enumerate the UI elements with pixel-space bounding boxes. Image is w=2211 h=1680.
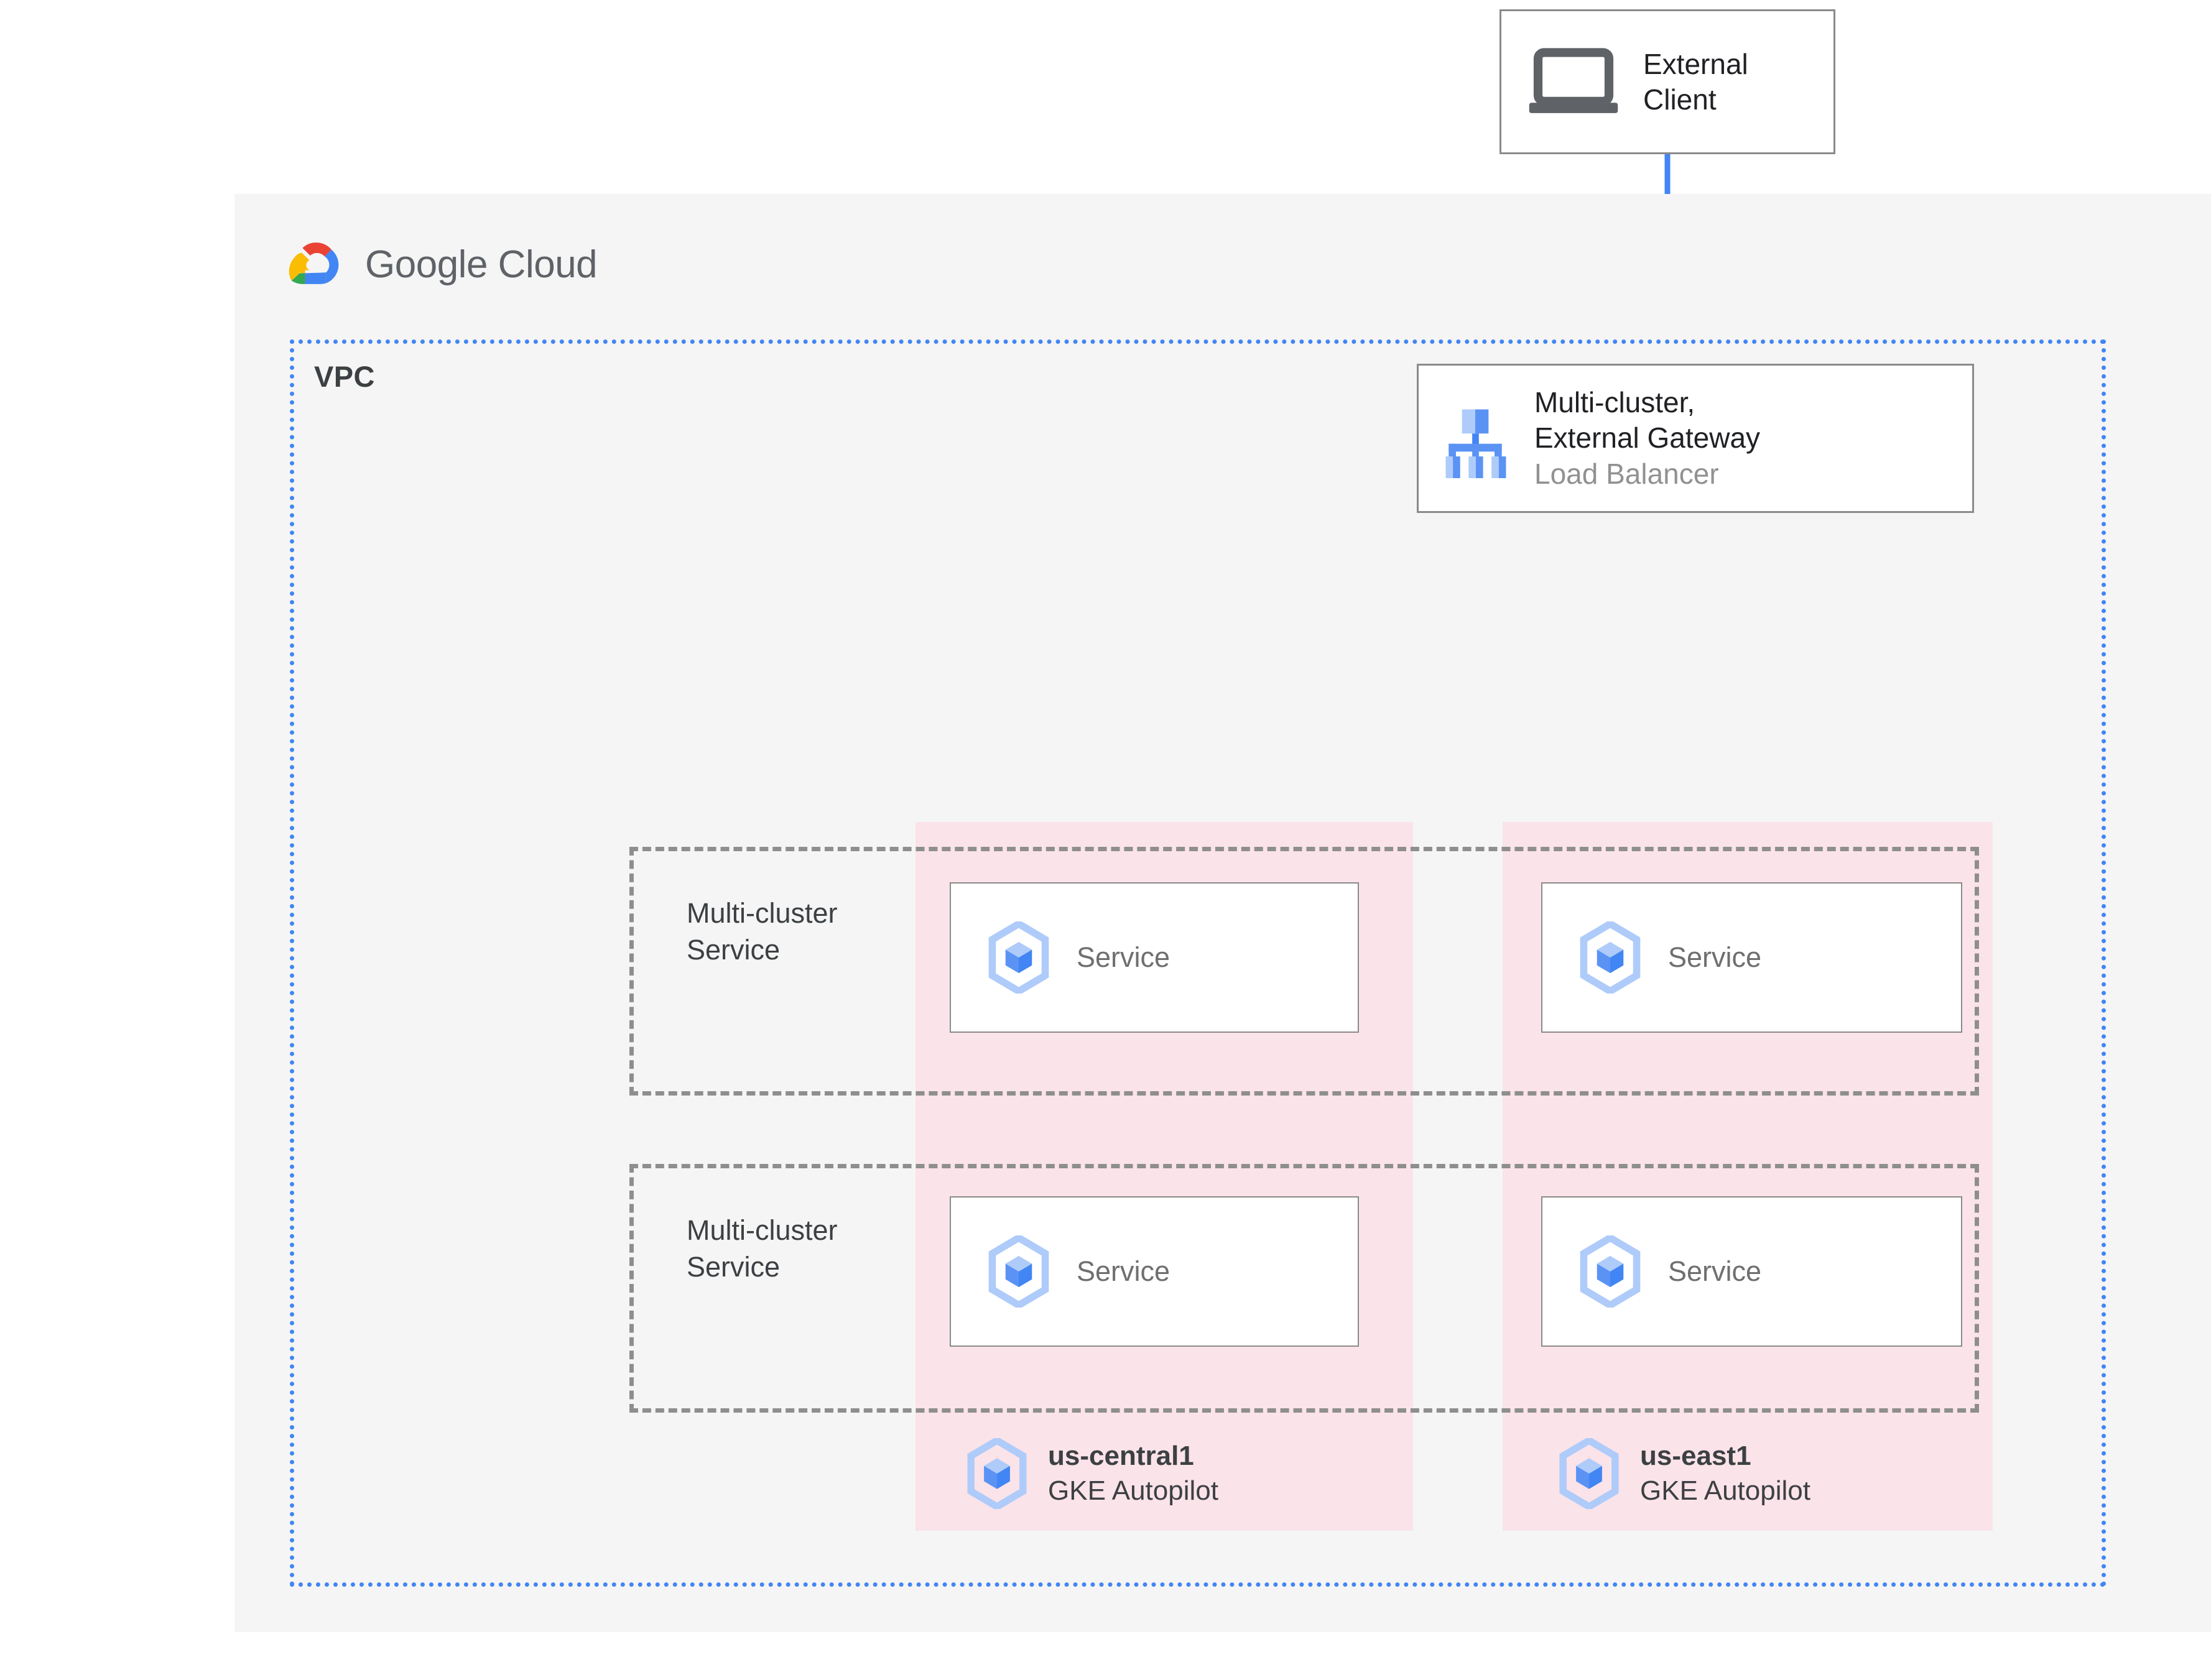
load-balancer-text: Multi-cluster, External Gateway Load Bal… [1534, 385, 1760, 491]
gke-service-icon [1578, 1235, 1642, 1308]
google-cloud-wordmark: Google Cloud [365, 242, 598, 286]
cluster-name: us-east1 [1640, 1440, 1751, 1471]
vpc-boundary [290, 339, 2106, 1587]
gke-service-icon [987, 921, 1050, 994]
vpc-label: VPC [314, 360, 375, 393]
service-label: Service [1668, 941, 1762, 973]
service-label: Service [1668, 1255, 1762, 1287]
gke-cluster-icon [966, 1438, 1028, 1509]
multicluster-service-frontend-label: Multi-cluster Service [687, 897, 838, 966]
multicluster-service-backend-label: Multi-cluster Service [687, 1214, 838, 1283]
google-cloud-brand: Google Cloud [283, 230, 598, 298]
lb-subtitle: Load Balancer [1534, 457, 1719, 490]
gke-service-icon [1578, 921, 1642, 994]
gke-service-icon [987, 1235, 1050, 1308]
lb-title-line2: External Gateway [1534, 422, 1761, 455]
external-client-box[interactable]: External Client [1499, 9, 1835, 154]
load-balancer-icon [1435, 399, 1516, 478]
cluster-text: us-central1 GKE Autopilot [1048, 1439, 1218, 1509]
google-cloud-logo-icon [283, 234, 349, 294]
cluster-platform: GKE Autopilot [1048, 1475, 1218, 1506]
cluster-label-us-east1: us-east1 GKE Autopilot [1558, 1430, 1810, 1517]
external-client-label: External Client [1643, 48, 1748, 116]
cluster-text: us-east1 GKE Autopilot [1640, 1439, 1810, 1509]
load-balancer-box[interactable]: Multi-cluster, External Gateway Load Bal… [1417, 364, 1974, 513]
service-box-us-central1-backend[interactable]: Service [950, 1196, 1359, 1347]
cluster-name: us-central1 [1048, 1440, 1194, 1471]
gke-cluster-icon [1558, 1438, 1620, 1509]
laptop-icon [1526, 47, 1621, 116]
service-label: Service [1077, 941, 1170, 973]
cluster-label-us-central1: us-central1 GKE Autopilot [966, 1430, 1218, 1517]
lb-title-line1: Multi-cluster, [1534, 386, 1695, 419]
cluster-platform: GKE Autopilot [1640, 1475, 1810, 1506]
service-label: Service [1077, 1255, 1170, 1287]
service-box-us-east1-frontend[interactable]: Service [1541, 882, 1962, 1033]
service-box-us-east1-backend[interactable]: Service [1541, 1196, 1962, 1347]
multicluster-service-backend-box [629, 1164, 1979, 1413]
service-box-us-central1-frontend[interactable]: Service [950, 882, 1359, 1033]
multicluster-service-frontend-box [629, 847, 1979, 1096]
